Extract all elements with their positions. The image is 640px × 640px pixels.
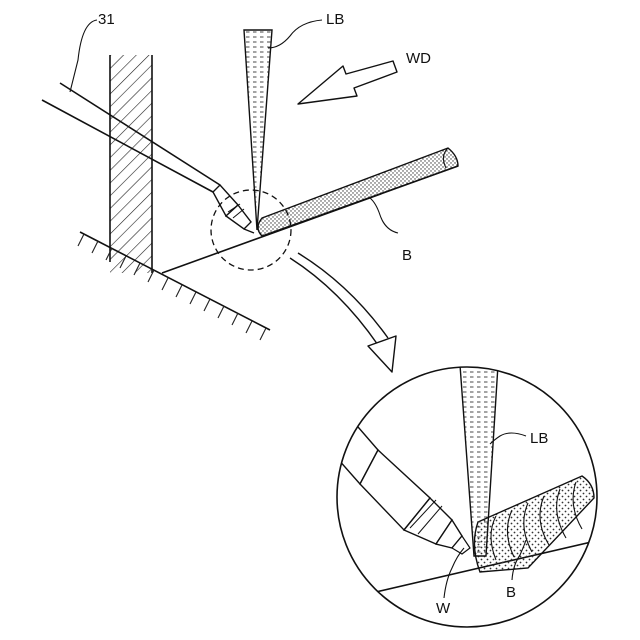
label-bead-zoom: B [506, 584, 516, 601]
vertical-wall [110, 55, 152, 273]
zoom-detail [330, 365, 600, 627]
leader-b-top [370, 198, 398, 233]
label-laser-beam-top: LB [326, 11, 344, 28]
label-laser-beam-zoom: LB [530, 430, 548, 447]
welding-direction-arrow [298, 61, 397, 104]
label-bead-top: B [402, 247, 412, 264]
ground-hatch [78, 234, 266, 340]
label-welding-direction: WD [406, 50, 431, 67]
weld-bead-top [258, 148, 458, 236]
label-wire: W [436, 600, 451, 617]
leader-lb-top [268, 20, 322, 48]
leader-31 [70, 20, 97, 92]
label-31: 31 [98, 11, 115, 28]
laser-beam-top [244, 30, 272, 230]
zoom-arrow [290, 253, 396, 372]
